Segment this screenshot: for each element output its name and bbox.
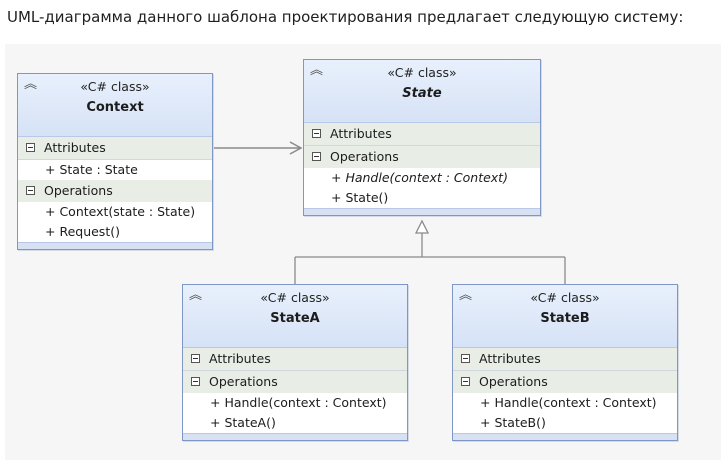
- attributes-label: Attributes: [209, 351, 271, 366]
- minus-box-icon[interactable]: [461, 354, 470, 363]
- attribute-item: + State : State: [18, 160, 212, 180]
- operation-item: + Request(): [18, 222, 212, 242]
- class-state[interactable]: ︽ «C# class» State Attributes Operations…: [303, 59, 541, 216]
- class-stereotype: «C# class»: [387, 65, 457, 80]
- attributes-section[interactable]: Attributes: [18, 137, 212, 160]
- attributes-label: Attributes: [479, 351, 541, 366]
- operation-item: + Context(state : State): [18, 202, 212, 222]
- class-footer: [453, 433, 677, 440]
- operation-item: + StateB(): [453, 413, 677, 433]
- operation-item: + State(): [304, 188, 540, 208]
- class-stereotype: «C# class»: [530, 290, 600, 305]
- class-header: ︽ «C# class» StateB: [453, 285, 677, 348]
- operation-item: + Handle(context : Context): [183, 393, 407, 413]
- class-header: ︽ «C# class» Context: [18, 74, 212, 137]
- class-header: ︽ «C# class» State: [304, 60, 540, 123]
- minus-box-icon[interactable]: [312, 129, 321, 138]
- operations-label: Operations: [330, 149, 399, 164]
- class-header: ︽ «C# class» StateA: [183, 285, 407, 348]
- operations-section[interactable]: Operations: [304, 146, 540, 168]
- attributes-section[interactable]: Attributes: [304, 123, 540, 146]
- minus-box-icon[interactable]: [191, 354, 200, 363]
- double-chevron-up-icon[interactable]: ︽: [310, 63, 323, 78]
- class-name: State: [402, 86, 442, 101]
- minus-box-icon[interactable]: [26, 143, 35, 152]
- class-name: StateA: [270, 311, 320, 326]
- uml-diagram-canvas: ︽ «C# class» Context Attributes + State …: [5, 44, 721, 460]
- class-name: Context: [86, 100, 144, 115]
- operation-item: + StateA(): [183, 413, 407, 433]
- minus-box-icon[interactable]: [26, 186, 35, 195]
- minus-box-icon[interactable]: [191, 377, 200, 386]
- class-stateB[interactable]: ︽ «C# class» StateB Attributes Operation…: [452, 284, 678, 441]
- minus-box-icon[interactable]: [312, 152, 321, 161]
- class-context[interactable]: ︽ «C# class» Context Attributes + State …: [17, 73, 213, 250]
- class-stereotype: «C# class»: [80, 79, 150, 94]
- operations-section[interactable]: Operations: [453, 371, 677, 393]
- double-chevron-up-icon[interactable]: ︽: [459, 288, 472, 303]
- class-footer: [18, 242, 212, 249]
- operations-label: Operations: [479, 374, 548, 389]
- class-footer: [183, 433, 407, 440]
- connector-layer: [212, 141, 566, 284]
- double-chevron-up-icon[interactable]: ︽: [24, 77, 37, 92]
- class-footer: [304, 208, 540, 215]
- class-stateA[interactable]: ︽ «C# class» StateA Attributes Operation…: [182, 284, 408, 441]
- class-stereotype: «C# class»: [260, 290, 330, 305]
- page-caption: UML-диаграмма данного шаблона проектиров…: [7, 8, 684, 26]
- attributes-label: Attributes: [44, 140, 106, 155]
- operations-label: Operations: [44, 183, 113, 198]
- association-arrowhead: [289, 141, 303, 155]
- operations-section[interactable]: Operations: [183, 371, 407, 393]
- operations-label: Operations: [209, 374, 278, 389]
- operation-item: + Handle(context : Context): [304, 168, 540, 188]
- double-chevron-up-icon[interactable]: ︽: [189, 288, 202, 303]
- minus-box-icon[interactable]: [461, 377, 470, 386]
- attributes-section[interactable]: Attributes: [183, 348, 407, 371]
- operation-item: + Handle(context : Context): [453, 393, 677, 413]
- class-name: StateB: [540, 311, 590, 326]
- operations-section[interactable]: Operations: [18, 180, 212, 202]
- attributes-section[interactable]: Attributes: [453, 348, 677, 371]
- attributes-label: Attributes: [330, 126, 392, 141]
- inheritance-triangle: [414, 219, 430, 234]
